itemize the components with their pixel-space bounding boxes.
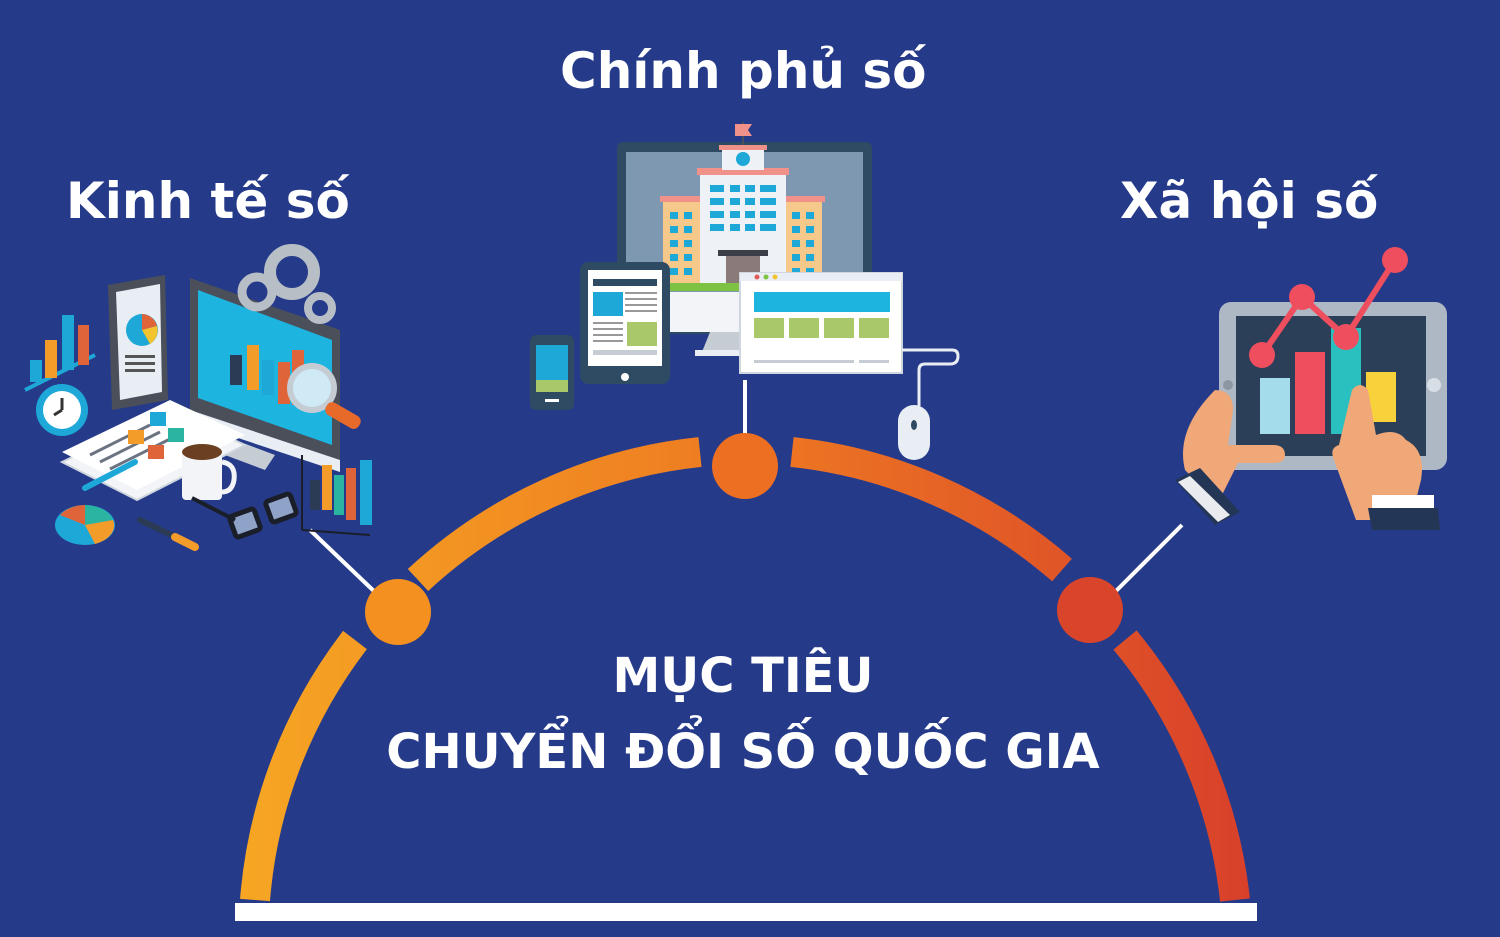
main-title-line-1: MỤC TIÊU [612, 648, 874, 704]
baseline [235, 903, 1257, 921]
node-chinh-phu-so [712, 433, 778, 499]
pillar-title-chinh-phu-so: Chính phủ số [560, 42, 927, 100]
node-kinh-te-so [365, 579, 431, 645]
business-analytics-illustration [24, 244, 372, 551]
pillar-title-xa-hoi-so: Xã hội số [1120, 172, 1379, 230]
tablet-chart-hands-illustration [1175, 247, 1447, 530]
connector-right [1113, 523, 1184, 594]
main-title-line-2: CHUYỂN ĐỔI SỐ QUỐC GIA [386, 724, 1100, 780]
connector-left [308, 528, 380, 597]
government-building-devices-illustration [530, 122, 960, 460]
gear-icon [264, 244, 320, 300]
flag-icon [735, 124, 752, 136]
coffee-mug-icon [182, 450, 222, 500]
mouse-icon [898, 405, 930, 460]
hand-icon [1183, 390, 1285, 503]
progress-arc [240, 437, 1250, 902]
trend-line [1259, 258, 1398, 357]
magnifier-icon [287, 363, 337, 413]
node-xa-hoi-so [1057, 577, 1123, 643]
pillar-title-kinh-te-so: Kinh tế số [66, 172, 350, 230]
